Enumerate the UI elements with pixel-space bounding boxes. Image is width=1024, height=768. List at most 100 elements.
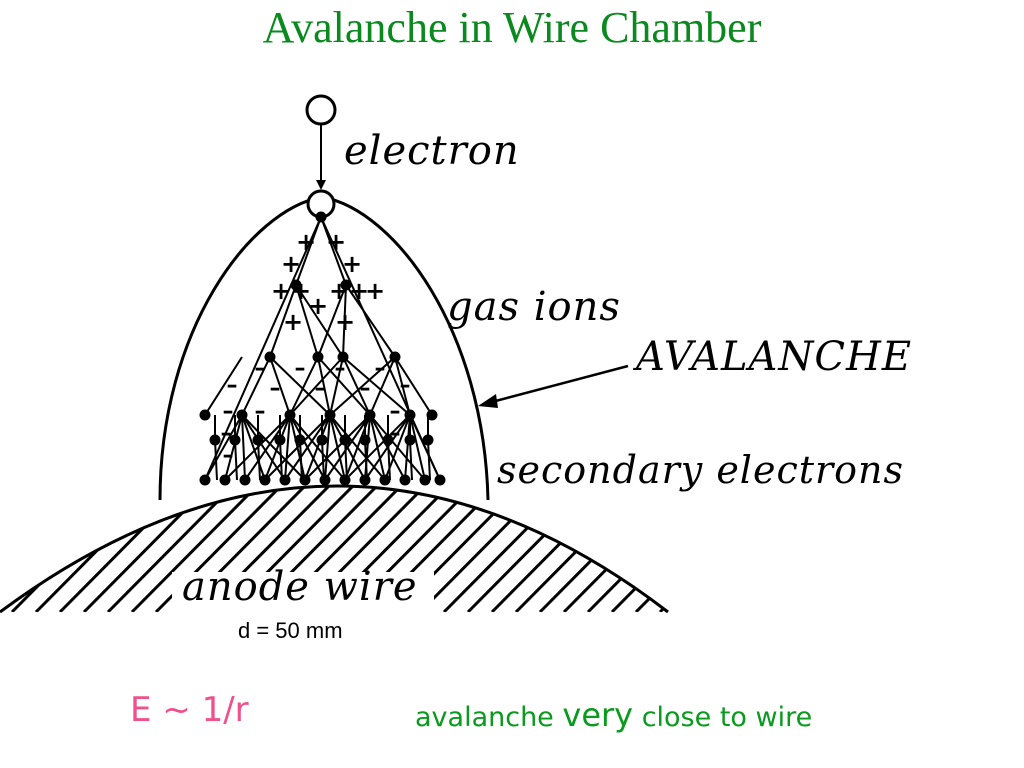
positive-ion-sign: + xyxy=(329,277,349,305)
hatch-line xyxy=(0,486,124,612)
avalanche-branch xyxy=(329,356,396,416)
hatch-line xyxy=(562,486,668,612)
positive-ion-sign: + xyxy=(291,277,311,305)
avalanche-branch xyxy=(279,439,283,481)
hatch-line xyxy=(538,486,668,612)
avalanche-branch xyxy=(241,414,286,481)
avalanche-branch xyxy=(329,356,344,416)
avalanche-branch xyxy=(204,216,322,481)
electron-node xyxy=(324,409,336,421)
avalanche-branch xyxy=(342,356,371,416)
electron-node xyxy=(340,279,352,291)
hatch-line xyxy=(732,380,962,612)
electron-node xyxy=(359,434,371,446)
positive-ion-sign: + xyxy=(349,277,369,305)
negative-charge-sign: – xyxy=(221,421,232,446)
avalanche-branch xyxy=(344,414,411,481)
negative-charge-sign: – xyxy=(295,356,306,381)
note-part2: close to wire xyxy=(633,702,813,733)
label-diameter: d = 50 mm xyxy=(238,618,343,643)
hatch-line xyxy=(780,380,1010,612)
avalanche-branch xyxy=(295,284,319,358)
avalanche-branch xyxy=(317,356,331,416)
electron-node xyxy=(312,351,324,363)
negative-charge-sign: – xyxy=(335,356,346,381)
label-electron: electron xyxy=(344,128,520,174)
avalanche-branch xyxy=(241,356,271,416)
avalanche-branch xyxy=(394,356,411,416)
field-formula: E ~ 1/r xyxy=(130,690,249,730)
hatch-line xyxy=(418,486,652,612)
avalanche-branch xyxy=(409,439,413,481)
electron-node xyxy=(252,434,264,446)
electron-node xyxy=(339,474,351,486)
avalanche-branch xyxy=(295,284,344,358)
negative-charge-sign: – xyxy=(375,356,386,381)
electron-node xyxy=(316,434,328,446)
negative-charge-sign: – xyxy=(360,376,371,401)
label-secondary-electrons: secondary electrons xyxy=(497,448,905,492)
electron-node xyxy=(379,474,391,486)
hatch-line xyxy=(0,486,148,612)
electron-node xyxy=(239,474,251,486)
positive-ion-sign: + xyxy=(281,250,301,278)
avalanche-branch xyxy=(345,284,396,358)
electron-node xyxy=(339,434,351,446)
electron-node xyxy=(419,474,431,486)
positive-ion-sign: + xyxy=(308,292,328,320)
avalanche-branch xyxy=(304,414,331,481)
positive-ion-sign: + xyxy=(283,308,303,336)
avalanche-branch xyxy=(264,414,291,481)
avalanche-branch xyxy=(317,356,371,416)
avalanche-branch xyxy=(304,414,371,481)
positive-ion-sign: + xyxy=(365,277,385,305)
negative-charge-sign: – xyxy=(270,376,281,401)
avalanche-branch xyxy=(257,439,261,481)
avalanche-branch xyxy=(369,356,396,416)
avalanche-branch xyxy=(241,414,266,481)
avalanche-branch xyxy=(284,414,291,481)
hatch-line xyxy=(708,380,938,612)
negative-charge-sign: – xyxy=(255,356,266,381)
avalanche-branch xyxy=(204,356,243,416)
electron-node xyxy=(259,474,271,486)
avalanche-branch xyxy=(289,356,344,416)
hatch-line xyxy=(852,380,1024,612)
slide-title: Avalanche in Wire Chamber xyxy=(262,3,762,52)
label-gas-ions: gas ions xyxy=(447,284,621,330)
electron-node xyxy=(399,474,411,486)
electron-node xyxy=(219,474,231,486)
electron-node xyxy=(319,474,331,486)
avalanche-branch xyxy=(269,356,291,416)
electron-arrowhead xyxy=(316,180,326,190)
negative-charge-sign: – xyxy=(315,376,326,401)
note-part1: avalanche xyxy=(415,702,563,733)
avalanche-branch xyxy=(214,439,218,481)
electron-node xyxy=(359,474,371,486)
hatch-line xyxy=(0,486,52,612)
avalanche-branch xyxy=(269,356,331,416)
hatch-line xyxy=(466,486,668,612)
avalanche-arrowhead xyxy=(478,394,498,408)
positive-ion-sign: + xyxy=(342,250,362,278)
negative-charge-sign: – xyxy=(390,421,401,446)
hatch-line xyxy=(490,486,668,612)
avalanche-branch xyxy=(299,439,303,481)
anode-wire-outline xyxy=(0,484,669,614)
avalanche-branch xyxy=(387,439,391,481)
avalanche-tree xyxy=(199,211,446,486)
incoming-electron xyxy=(305,94,337,126)
electron-node xyxy=(337,351,349,363)
avalanche-branch xyxy=(321,439,325,481)
avalanche-branch xyxy=(224,414,243,481)
negative-charge-sign: – xyxy=(255,399,266,424)
avalanche-branch xyxy=(394,356,433,416)
avalanche-branch xyxy=(344,439,348,481)
electron-node xyxy=(382,434,394,446)
negative-charge-sign: – xyxy=(223,443,234,468)
avalanche-branch xyxy=(269,284,297,358)
electron-node xyxy=(236,409,248,421)
avalanche-branch xyxy=(264,414,331,481)
avalanche-branch xyxy=(342,356,411,416)
